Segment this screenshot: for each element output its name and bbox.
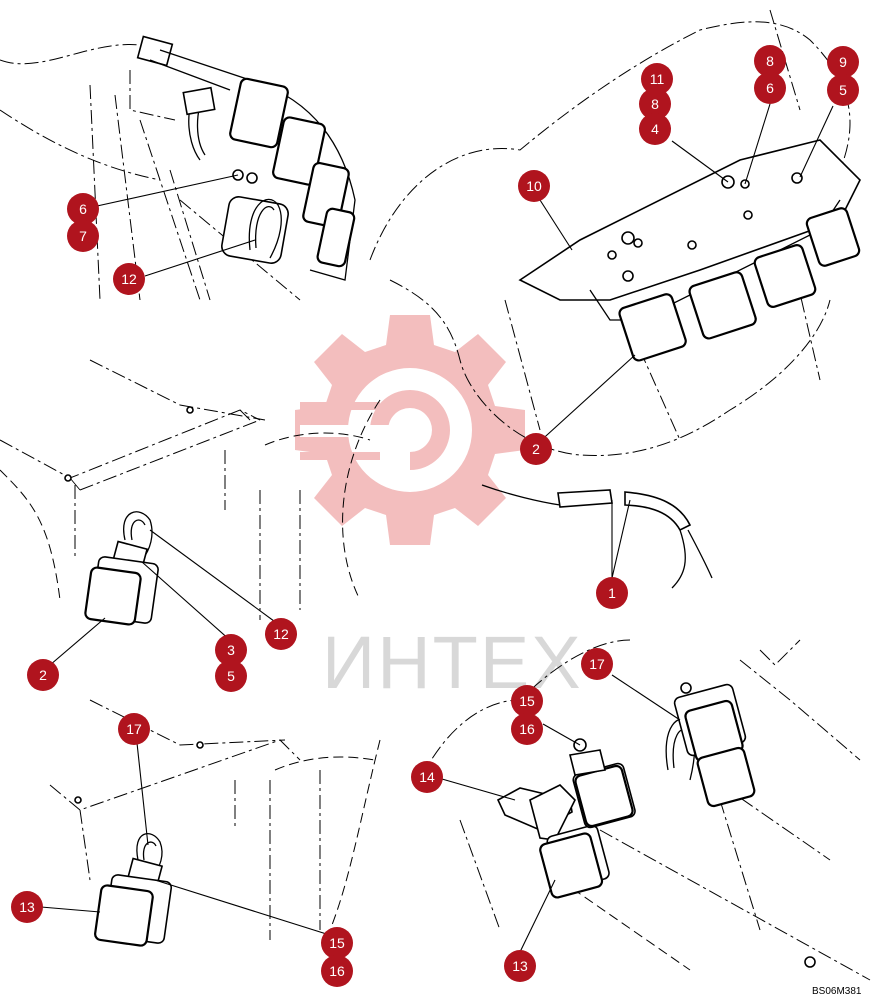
leader-lines <box>40 103 834 953</box>
callout-17-bottom-left[interactable]: 17 <box>118 713 150 745</box>
callout-label: 6 <box>79 201 87 217</box>
callout-15-bottom-right[interactable]: 15 <box>511 685 543 717</box>
callout-14[interactable]: 14 <box>411 761 443 793</box>
roof-lamp-2 <box>272 116 326 186</box>
callout-8-left[interactable]: 8 <box>639 88 671 120</box>
callout-label: 13 <box>19 899 35 915</box>
u-bracket-12-top <box>248 198 282 259</box>
callout-label: 3 <box>227 642 235 658</box>
callout-label: 9 <box>839 54 847 70</box>
callout-label: 5 <box>839 82 847 98</box>
callout-label: 15 <box>329 935 345 951</box>
callout-9[interactable]: 9 <box>827 46 859 78</box>
callout-3[interactable]: 3 <box>215 634 247 666</box>
work-lamp-upper-pair-right <box>673 683 747 763</box>
callout-label: 2 <box>39 667 47 683</box>
callout-label: 10 <box>526 178 542 194</box>
panel-lamp-1 <box>618 293 687 362</box>
callout-5-middle[interactable]: 5 <box>215 660 247 692</box>
callout-6-top-right[interactable]: 6 <box>754 72 786 104</box>
drawing-code: BS06M381 <box>812 986 862 997</box>
view-top-right-roof-panel <box>369 9 861 457</box>
callout-10[interactable]: 10 <box>518 170 550 202</box>
watermark-text: ИНТЕХ <box>322 621 583 704</box>
callout-label: 14 <box>419 769 435 785</box>
callout-label: 13 <box>512 958 528 974</box>
callout-label: 11 <box>650 71 665 87</box>
callout-6-top-left[interactable]: 6 <box>67 193 99 225</box>
callout-label: 17 <box>589 656 605 672</box>
callout-13-bottom-right[interactable]: 13 <box>504 950 536 982</box>
callout-11[interactable]: 11 <box>641 63 673 95</box>
view-middle-right-wiring <box>481 484 713 589</box>
callout-label: 7 <box>79 228 87 244</box>
view-bottom-right-lamp-pair <box>419 639 871 981</box>
u-bracket-12-middle <box>123 511 153 561</box>
callout-label: 16 <box>519 721 535 737</box>
bracket-14 <box>529 784 576 841</box>
callout-13-bottom-left[interactable]: 13 <box>11 891 43 923</box>
callout-label: 6 <box>766 80 774 96</box>
callout-label: 5 <box>227 668 235 684</box>
roof-panel-10 <box>518 139 861 301</box>
callout-16-bottom-left[interactable]: 16 <box>321 955 353 987</box>
panel-lamp-3 <box>753 244 817 308</box>
roof-lamp-1 <box>229 77 289 149</box>
callout-4[interactable]: 4 <box>639 113 671 145</box>
callout-5-top-right[interactable]: 5 <box>827 74 859 106</box>
callout-label: 8 <box>651 96 659 112</box>
panel-lamp-4 <box>805 207 861 267</box>
callout-8-right[interactable]: 8 <box>754 45 786 77</box>
callout-16-bottom-right[interactable]: 16 <box>511 713 543 745</box>
panel-lamp-2 <box>688 271 757 340</box>
callout-label: 12 <box>121 271 137 287</box>
callout-2-middle[interactable]: 2 <box>27 659 59 691</box>
callout-1[interactable]: 1 <box>596 577 628 609</box>
callout-12-middle[interactable]: 12 <box>265 618 297 650</box>
callout-label: 17 <box>126 721 142 737</box>
callout-7[interactable]: 7 <box>67 220 99 252</box>
callout-label: 1 <box>608 585 616 601</box>
roof-lamp-4 <box>316 207 356 268</box>
callout-17-bottom-right[interactable]: 17 <box>581 648 613 680</box>
callout-label: 12 <box>273 626 289 642</box>
callout-12-top-left[interactable]: 12 <box>113 263 145 295</box>
work-lamp-13-bottom-right <box>539 824 610 899</box>
panel-bolts <box>607 172 803 282</box>
work-lamp-lower-pair <box>696 746 756 808</box>
callout-15-bottom-left[interactable]: 15 <box>321 927 353 959</box>
view-top-left-roof-lamps <box>0 35 356 301</box>
watermark-gear-logo <box>295 315 525 545</box>
callout-label: 8 <box>766 53 774 69</box>
callout-2-top-right[interactable]: 2 <box>520 433 552 465</box>
view-bottom-left-lamp <box>49 699 381 947</box>
callout-label: 4 <box>651 121 659 137</box>
view-middle-left-single-lamp <box>0 359 381 626</box>
callout-label: 2 <box>532 441 540 457</box>
work-lamp-2-middle <box>84 556 159 626</box>
callout-label: 16 <box>329 963 345 979</box>
callout-label: 15 <box>519 693 535 709</box>
work-lamp-13-bottom-left <box>94 874 173 947</box>
